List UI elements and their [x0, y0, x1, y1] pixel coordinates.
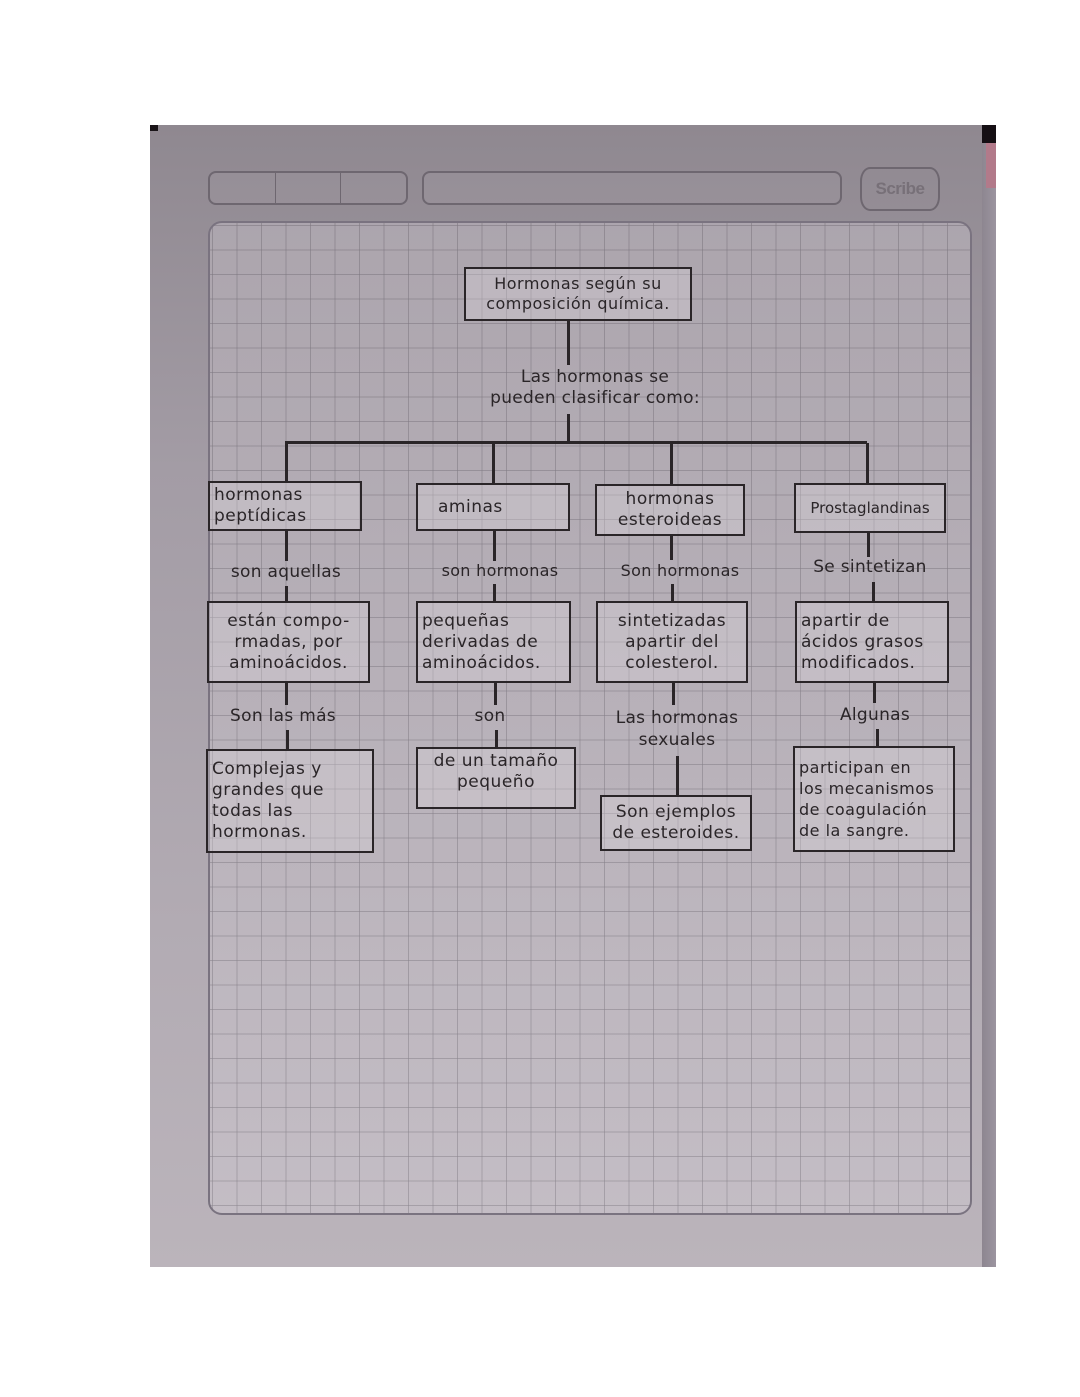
photo-corner — [150, 125, 158, 131]
branch-box-aminas-1: pequeñas derivadas de aminoácidos. — [416, 601, 571, 683]
connector — [493, 531, 496, 561]
connector — [671, 584, 674, 602]
branch-link-esteroideas-1: Son hormonas — [620, 561, 740, 580]
graph-paper-grid — [208, 221, 972, 1215]
edge-cover — [986, 143, 996, 188]
connector — [286, 730, 289, 750]
connector — [670, 536, 673, 560]
branch-box-esteroideas-1: sintetizadas apartir del colesterol. — [596, 601, 748, 683]
connector — [285, 531, 288, 561]
branch-link-prostaglandinas-2: Algunas — [839, 705, 911, 725]
connector — [285, 586, 288, 602]
scribe-logo: Scribe — [860, 167, 940, 211]
branch-box-aminas-2: de un tamaño pequeño — [416, 747, 576, 809]
date-cell — [210, 173, 276, 203]
connector — [873, 683, 876, 703]
root-node: Hormonas según su composición química. — [464, 267, 692, 321]
title-box — [422, 171, 842, 205]
notebook-photo: Scribe — [150, 125, 996, 1267]
branch-link-prostaglandinas-1: Se sintetizan — [813, 557, 927, 577]
connector — [670, 443, 673, 485]
connector — [285, 441, 288, 483]
branch-title-prostaglandinas: Prostaglandinas — [794, 483, 946, 533]
branch-link-peptidicas-2: Son las más — [230, 706, 336, 726]
connector — [872, 582, 875, 602]
connector — [567, 321, 570, 365]
edge-shadow — [982, 125, 996, 143]
branch-box-peptidicas-2: Complejas y grandes que todas las hormon… — [206, 749, 374, 853]
branch-box-prostaglandinas-1: apartir de ácidos grasos modificados. — [795, 601, 949, 683]
branch-bus — [285, 441, 867, 444]
root-connector-label: Las hormonas se pueden clasificar como: — [490, 367, 700, 408]
date-cell — [276, 173, 342, 203]
date-boxes — [208, 171, 408, 205]
connector — [285, 683, 288, 705]
connector — [672, 683, 675, 705]
branch-link-esteroideas-2: Las hormonas sexuales — [615, 708, 739, 750]
branch-box-peptidicas-1: están compo- rmadas, por aminoácidos. — [207, 601, 370, 683]
connector — [492, 441, 495, 485]
branch-link-aminas-2: son — [474, 706, 506, 726]
connector — [866, 443, 869, 485]
branch-title-aminas: aminas — [416, 483, 570, 531]
branch-box-esteroideas-2: Son ejemplos de esteroides. — [600, 795, 752, 851]
connector — [867, 533, 870, 557]
connector — [493, 584, 496, 602]
connector — [876, 729, 879, 747]
connector — [495, 730, 498, 748]
connector — [494, 683, 497, 705]
notebook-edge — [982, 125, 996, 1267]
connector — [567, 414, 570, 442]
branch-link-peptidicas-1: son aquellas — [230, 562, 342, 582]
branch-box-prostaglandinas-2: participan en los mecanismos de coagulac… — [793, 746, 955, 852]
branch-title-esteroideas: hormonas esteroideas — [595, 484, 745, 536]
branch-link-aminas-1: son hormonas — [441, 561, 559, 580]
branch-title-peptidicas: hormonas peptídicas — [208, 481, 362, 531]
connector — [676, 756, 679, 796]
